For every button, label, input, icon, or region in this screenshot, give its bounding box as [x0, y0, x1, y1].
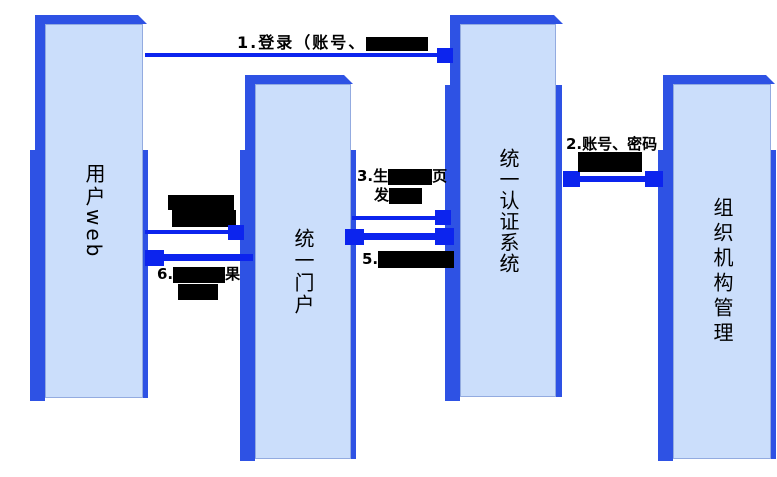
step3-label-text2: 发 [374, 186, 390, 204]
arrow-step3-line [352, 216, 436, 220]
step2-label: 2.账号、密码 [566, 135, 658, 153]
step6-label-line1: 6. 果 [157, 266, 240, 283]
arrow-step1-head [437, 48, 453, 63]
illegible-text-blob [178, 284, 218, 300]
box-shadow-right [771, 150, 776, 459]
box-shadow-top [35, 15, 147, 24]
arrow-step4-head [228, 225, 244, 240]
step1-label: 1.登录（账号、 [237, 33, 429, 52]
arrow-step3-head [435, 210, 451, 225]
box-shadow-step [240, 150, 245, 461]
illegible-text-blob [378, 251, 455, 268]
box-shadow-right [143, 150, 148, 398]
step5-label: 5. [362, 250, 455, 268]
box-shadow-left [450, 15, 460, 401]
box-label-user-web: 用户web [82, 162, 106, 260]
arrow-step5-line [363, 233, 436, 240]
step6-label-suffix: 果 [225, 265, 241, 283]
arrow-step2-head-right [645, 171, 663, 187]
step6-label-text: 6. [157, 265, 174, 283]
box-shadow-step [30, 150, 35, 401]
arrow-step2-head-left [563, 171, 580, 187]
arrow-step5-head-left [345, 229, 364, 245]
box-label-auth: 统一认证系统 [496, 147, 520, 274]
arrow-step6-head [145, 250, 164, 266]
arrow-step4-line [145, 230, 229, 234]
step3-label-line1: 3.生 页 [357, 168, 447, 185]
box-face: 组织机构管理 [673, 84, 771, 459]
illegible-text-blob [173, 266, 226, 283]
box-shadow-step [658, 150, 663, 461]
box-face: 统一认证系统 [460, 24, 556, 397]
box-shadow-top [245, 75, 353, 84]
box-shadow-right [351, 150, 356, 459]
arrow-step2-line [579, 176, 646, 182]
box-shadow-left [663, 75, 673, 461]
box-shadow-top [450, 15, 563, 24]
box-face: 用户web [45, 24, 143, 398]
step3-label-line2: 发 [374, 186, 423, 204]
illegible-text-blob [172, 210, 236, 227]
illegible-text-blob [388, 168, 433, 185]
step3-label-text: 3.生 [357, 167, 389, 185]
arrow-step5-head-right [435, 228, 454, 245]
box-label-org: 组织机构管理 [710, 196, 734, 347]
box-face: 统一门户 [255, 84, 351, 459]
illegible-text-blob [389, 187, 423, 204]
box-label-portal: 统一门户 [291, 227, 315, 316]
box-shadow-right [556, 85, 562, 397]
step5-label-text: 5. [362, 250, 379, 268]
arrow-step1-line [145, 53, 437, 57]
illegible-text-blob [366, 36, 429, 51]
step1-label-text: 1.登录（账号、 [237, 33, 367, 52]
step3-label-suffix: 页 [432, 167, 448, 185]
box-shadow-left [245, 75, 255, 461]
arrow-step6-line [163, 254, 253, 261]
illegible-text-blob [578, 152, 642, 172]
box-shadow-left [35, 15, 45, 401]
box-shadow-top [663, 75, 775, 84]
illegible-text-blob [168, 195, 234, 210]
